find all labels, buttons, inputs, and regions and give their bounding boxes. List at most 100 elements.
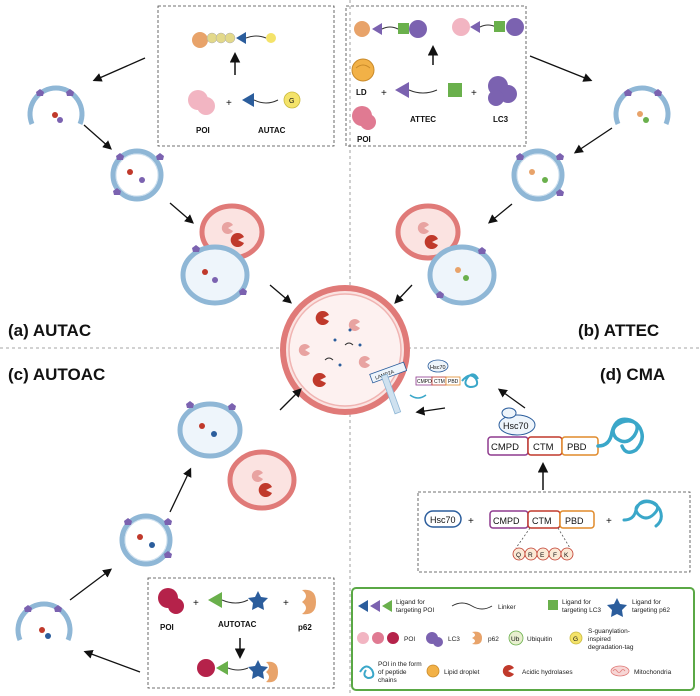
g-tag-label: G — [289, 98, 294, 105]
legend-ubiquitin: Ub Ubiquitin — [508, 630, 553, 646]
legend-ligand-poi-label-1: Ligand for — [396, 599, 426, 606]
attec-product-a — [354, 20, 427, 38]
quadrant-d-title: (d) CMA — [600, 365, 665, 384]
autoac-autophagosome — [122, 516, 172, 564]
motif-letter-r: R — [528, 552, 533, 559]
autotac-plus-2: + — [283, 598, 289, 609]
autac-autophagosome — [113, 151, 164, 199]
autac-plus: + — [226, 98, 232, 109]
cma-small-ctm: CTM — [434, 379, 445, 385]
legend-poi-label: POI — [404, 636, 415, 643]
autac-poi-label: POI — [196, 126, 210, 135]
autac-label: AUTAC — [258, 126, 286, 135]
legend-mitochondria: Mitochondria — [610, 665, 672, 677]
legend-acidic-label: Acidic hydrolases — [522, 669, 573, 676]
motif-letter-e: E — [540, 552, 545, 559]
lc3-icon — [488, 76, 517, 106]
legend-sguan-2: inspired — [588, 636, 611, 643]
legend-lc3-label: LC3 — [448, 636, 460, 643]
autac-product — [192, 32, 276, 48]
autotac-product — [197, 659, 278, 683]
autac-phagophore — [27, 85, 85, 125]
attec-autolysosome — [395, 203, 497, 306]
legend-ub-label: Ub — [511, 636, 520, 643]
autotac-poi-icon — [158, 588, 184, 614]
quadrant-a-title: (a) AUTAC — [8, 321, 91, 340]
attec-poi-label: POI — [357, 135, 371, 144]
cma-lysosome-import: LAMP2A Hsc70 CMPD CTM PBD — [369, 359, 479, 415]
legend-peptide-2: of peptide — [378, 669, 407, 676]
cma-chain-hsc70: Hsc70 — [503, 421, 529, 431]
autotac-reaction-box: POI + AUTOTAC + p62 — [147, 577, 335, 689]
legend-s-guanylation-tag: G S-guanylation- inspired degradation-ta… — [569, 628, 634, 651]
legend-ligand-lc3-label-2: targeting LC3 — [562, 607, 601, 614]
autac-molecule: G — [242, 91, 301, 109]
motif-letter-q: Q — [516, 552, 521, 559]
cma-small-hsc70: Hsc70 — [430, 365, 446, 371]
attec-autophagosome — [514, 151, 564, 199]
cma-box-plus-2: + — [606, 516, 612, 527]
cma-box-ctm: CTM — [532, 516, 552, 526]
autotac-molecule — [208, 591, 268, 610]
legend-ligand-p62-label-1: Ligand for — [632, 599, 662, 606]
cma-box-pbd: PBD — [565, 516, 584, 526]
attec-plus-2: + — [471, 88, 477, 99]
autotac-label: AUTOTAC — [218, 620, 257, 629]
legend: Ligand for targeting POI Linker Ligand f… — [351, 587, 695, 691]
cma-reaction-box: Hsc70 + CMPD CTM PBD + Q R E F K — [417, 491, 691, 573]
p62-icon — [302, 589, 316, 615]
legend-sguan-3: degradation-tag — [588, 644, 634, 651]
attec-phagophore — [613, 85, 671, 125]
legend-ligand-poi-label-2: targeting POI — [396, 607, 434, 614]
lipid-droplet-icon — [351, 58, 375, 82]
autoac-phagophore — [15, 601, 73, 641]
legend-p62: p62 — [472, 631, 499, 645]
attec-molecule — [395, 82, 462, 98]
legend-peptide: POI in the form of peptide chains — [359, 661, 422, 684]
attec-label: ATTEC — [410, 115, 436, 124]
autotac-poi-label: POI — [160, 623, 174, 632]
autac-reaction-box: + G POI AUTAC — [157, 5, 335, 147]
autotac-p62-label: p62 — [298, 623, 312, 632]
legend-ligand-p62-label-2: targeting p62 — [632, 607, 670, 614]
legend-peptide-3: chains — [378, 677, 398, 684]
cma-chain-pbd: PBD — [567, 442, 587, 453]
attec-product-b — [452, 18, 524, 36]
cma-small-pbd: PBD — [448, 379, 459, 385]
legend-peptide-1: POI in the form — [378, 661, 422, 668]
attec-ld-label: LD — [356, 88, 367, 97]
attec-lc3-label: LC3 — [493, 115, 509, 124]
legend-ligand-lc3-label-1: Ligand for — [562, 599, 592, 606]
attec-plus-1: + — [381, 88, 387, 99]
legend-acidic-hydrolases: Acidic hydrolases — [502, 665, 573, 678]
cma-box-plus-1: + — [468, 516, 474, 527]
legend-mito-label: Mitochondria — [634, 669, 672, 676]
autac-autolysosome — [180, 203, 265, 306]
cma-chain-cmpd: CMPD — [491, 442, 519, 453]
autotac-plus-1: + — [193, 598, 199, 609]
autoac-autolysosome — [177, 401, 297, 511]
motif-letter-k: K — [564, 552, 569, 559]
legend-ubiquitin-label: Ubiquitin — [527, 636, 553, 643]
legend-lc3: LC3 — [426, 632, 460, 647]
cma-chain-ctm: CTM — [533, 442, 554, 453]
legend-ligand-p62: Ligand for targeting p62 — [607, 598, 670, 617]
motif-letter-f: F — [553, 552, 557, 559]
poi-icon — [188, 90, 215, 115]
kferq-motif: Q R E F K — [512, 547, 574, 561]
cma-box-hsc70: Hsc70 — [430, 515, 456, 525]
cma-box-cmpd: CMPD — [493, 516, 520, 526]
legend-ligand-lc3: Ligand for targeting LC3 — [548, 599, 601, 614]
legend-poi: POI — [357, 632, 415, 644]
legend-lipid-droplet: Lipid droplet — [426, 664, 480, 678]
quadrant-c-title: (c) AUTOAC — [8, 365, 105, 384]
attec-reaction-box: LD POI + ATTEC + LC3 — [345, 5, 527, 147]
legend-sguan-1: S-guanylation- — [588, 628, 630, 635]
legend-g-label: G — [573, 636, 578, 643]
legend-ligand-poi: Ligand for targeting POI — [358, 599, 434, 614]
legend-linker: Linker — [451, 602, 517, 611]
cma-small-cmpd: CMPD — [417, 379, 432, 385]
legend-linker-label: Linker — [498, 604, 517, 611]
legend-lipid-label: Lipid droplet — [444, 669, 480, 676]
